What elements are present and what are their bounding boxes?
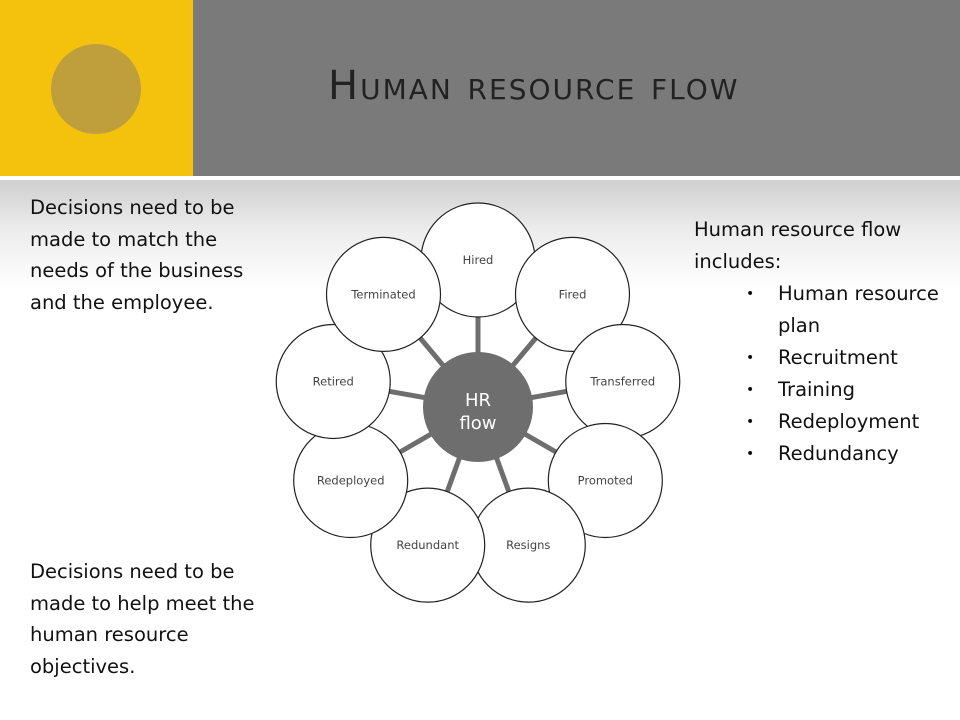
accent-circle (51, 44, 141, 134)
spoke-line (522, 431, 559, 455)
flow-node-circle (370, 487, 486, 603)
spoke-line (444, 455, 463, 494)
flow-node: Promoted (547, 422, 663, 539)
bullet-icon: • (746, 382, 755, 398)
flow-node-label: Retired (313, 374, 354, 388)
includes-item: • Redundancy (694, 438, 956, 470)
diagram-spokes (387, 316, 569, 494)
includes-heading: Human resource flow includes: (694, 218, 902, 273)
spoke-line (387, 388, 427, 401)
flow-node-label: Hired (463, 253, 494, 267)
flow-node: Fired (514, 236, 631, 352)
spoke-line (397, 431, 434, 455)
includes-item-label: Human resource plan (778, 282, 939, 337)
flow-node: Redundant (370, 487, 486, 603)
includes-panel: Human resource flow includes: • Human res… (694, 214, 956, 470)
hub-label-line1: HR (465, 390, 491, 411)
hub-label-line2: flow (459, 413, 496, 434)
flow-node-circle (275, 323, 391, 440)
includes-list: • Human resource plan • Recruitment • Train… (694, 278, 956, 470)
spoke-line (417, 335, 446, 369)
includes-item-label: Redeployment (778, 410, 920, 433)
spoke-line (529, 388, 569, 401)
flow-node: Hired (420, 202, 536, 318)
flow-node-label: Redeployed (317, 474, 385, 488)
flow-node: Transferred (565, 323, 681, 440)
note-top: Decisions need to be made to match the n… (30, 196, 244, 314)
bullet-icon: • (746, 414, 755, 430)
flow-node: Retired (275, 323, 391, 440)
flow-node-label: Resigns (506, 538, 550, 552)
includes-item-label: Training (778, 378, 855, 401)
includes-item-label: Redundancy (778, 442, 899, 465)
bullet-icon: • (746, 286, 755, 302)
flow-node-label: Terminated (350, 287, 415, 301)
flow-node-circle (514, 236, 631, 352)
slide-title: Human resource flow (328, 63, 740, 109)
includes-item: • Redeployment (694, 406, 956, 438)
hub: HR flow (423, 352, 533, 462)
note-bottom: Decisions need to be made to help meet t… (30, 560, 255, 678)
includes-item-label: Recruitment (778, 346, 898, 369)
includes-item: • Training (694, 374, 956, 406)
flow-node: Resigns (470, 487, 586, 603)
flow-node-label: Promoted (578, 474, 633, 488)
bullet-icon: • (746, 350, 755, 366)
flow-node-label: Fired (559, 287, 587, 301)
includes-item: • Human resource plan (694, 278, 956, 342)
header-divider (0, 176, 960, 180)
flow-node-label: Redundant (396, 538, 459, 552)
flow-node-circle (325, 236, 442, 352)
flow-node: Redeployed (293, 422, 409, 539)
includes-item: • Recruitment (694, 342, 956, 374)
spoke-line (493, 455, 512, 494)
spoke-line (510, 335, 539, 369)
bullet-icon: • (746, 446, 755, 462)
flow-node-circle (547, 422, 663, 539)
flow-node-label: Transferred (589, 374, 655, 388)
flow-node: Terminated (325, 236, 442, 352)
hub-circle (423, 352, 533, 462)
